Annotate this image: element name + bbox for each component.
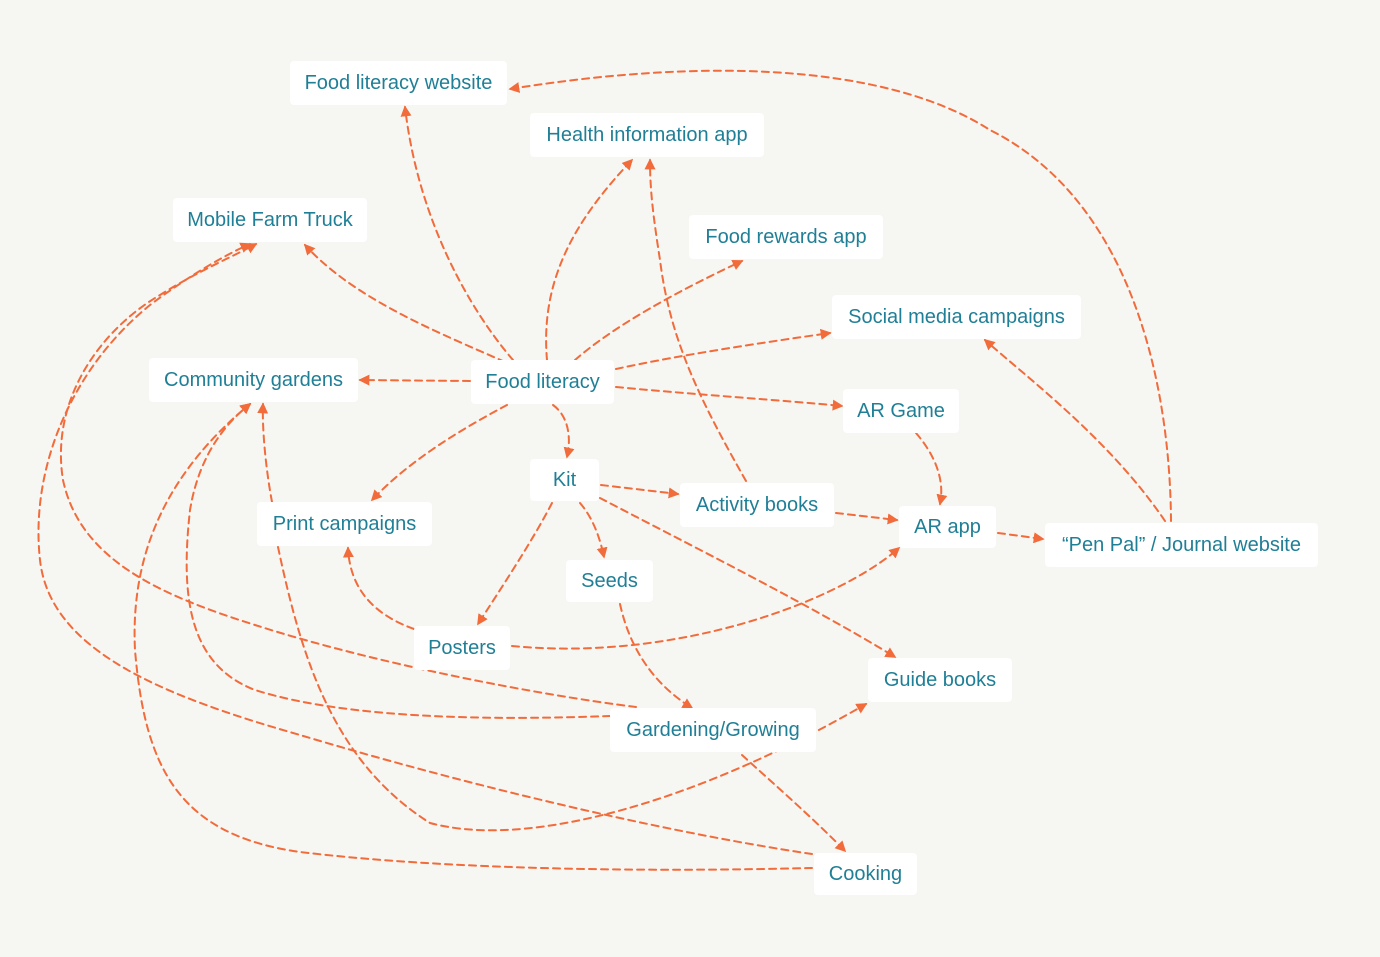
node-ar-game[interactable]: AR Game <box>843 389 959 433</box>
edge-food-literacy-to-social-media-campaigns <box>615 328 832 370</box>
node-pen-pal-journal-website[interactable]: “Pen Pal” / Journal website <box>1045 523 1318 567</box>
node-ar-app[interactable]: AR app <box>899 506 996 548</box>
edge-posters-to-ar-app <box>511 546 901 650</box>
edge-ar-app-to-pen-pal-journal-website <box>997 532 1045 544</box>
edge-pen-pal-journal-website-to-social-media-campaigns <box>983 338 1166 522</box>
node-guide-books[interactable]: Guide books <box>868 658 1012 702</box>
node-food-literacy-website[interactable]: Food literacy website <box>290 61 507 105</box>
edge-gardening-growing-to-community-gardens <box>185 402 611 719</box>
node-food-literacy[interactable]: Food literacy <box>471 360 614 404</box>
edges-group <box>37 69 1172 871</box>
edge-kit-to-seeds <box>579 502 608 559</box>
edge-kit-to-guide-books <box>599 497 897 658</box>
edge-print-campaigns-to-community-gardens <box>257 402 273 503</box>
edge-food-literacy-to-community-gardens <box>358 374 471 386</box>
edge-food-literacy-to-food-literacy-website <box>400 105 514 361</box>
node-activity-books[interactable]: Activity books <box>680 483 834 527</box>
edge-cooking-to-mobile-farm-truck <box>37 242 813 855</box>
edge-gardening-growing-to-cooking <box>741 754 847 853</box>
edge-seeds-to-gardening-growing <box>619 603 694 709</box>
edge-food-literacy-to-ar-game <box>615 386 844 411</box>
node-health-information-app[interactable]: Health information app <box>530 113 764 157</box>
edge-cooking-to-community-gardens <box>133 402 813 871</box>
node-mobile-farm-truck[interactable]: Mobile Farm Truck <box>173 198 367 242</box>
node-gardening-growing[interactable]: Gardening/Growing <box>610 708 816 752</box>
edge-food-literacy-to-food-rewards-app <box>574 259 744 361</box>
edge-activity-books-to-health-information-app <box>644 158 747 482</box>
edge-gardening-growing-to-mobile-farm-truck <box>59 243 637 708</box>
edge-food-literacy-to-kit <box>552 404 575 459</box>
node-kit[interactable]: Kit <box>530 459 599 501</box>
node-food-rewards-app[interactable]: Food rewards app <box>689 215 883 259</box>
edge-pen-pal-journal-website-to-food-literacy-website <box>508 69 1172 522</box>
node-print-campaigns[interactable]: Print campaigns <box>257 502 432 546</box>
edge-posters-to-print-campaigns <box>342 546 415 630</box>
edge-food-literacy-to-health-information-app <box>545 158 634 361</box>
edge-food-literacy-to-mobile-farm-truck <box>303 243 506 363</box>
node-seeds[interactable]: Seeds <box>566 560 653 602</box>
edge-activity-books-to-ar-app <box>835 512 899 525</box>
edge-ar-game-to-ar-app <box>915 432 948 506</box>
node-social-media-campaigns[interactable]: Social media campaigns <box>832 295 1081 339</box>
node-posters[interactable]: Posters <box>414 626 510 670</box>
node-community-gardens[interactable]: Community gardens <box>149 358 358 402</box>
edge-print-campaigns-to-cooking <box>277 546 868 832</box>
node-cooking[interactable]: Cooking <box>814 853 917 895</box>
edge-food-literacy-to-print-campaigns <box>370 404 508 502</box>
edge-kit-to-activity-books <box>600 484 680 499</box>
edge-kit-to-posters <box>477 502 553 626</box>
